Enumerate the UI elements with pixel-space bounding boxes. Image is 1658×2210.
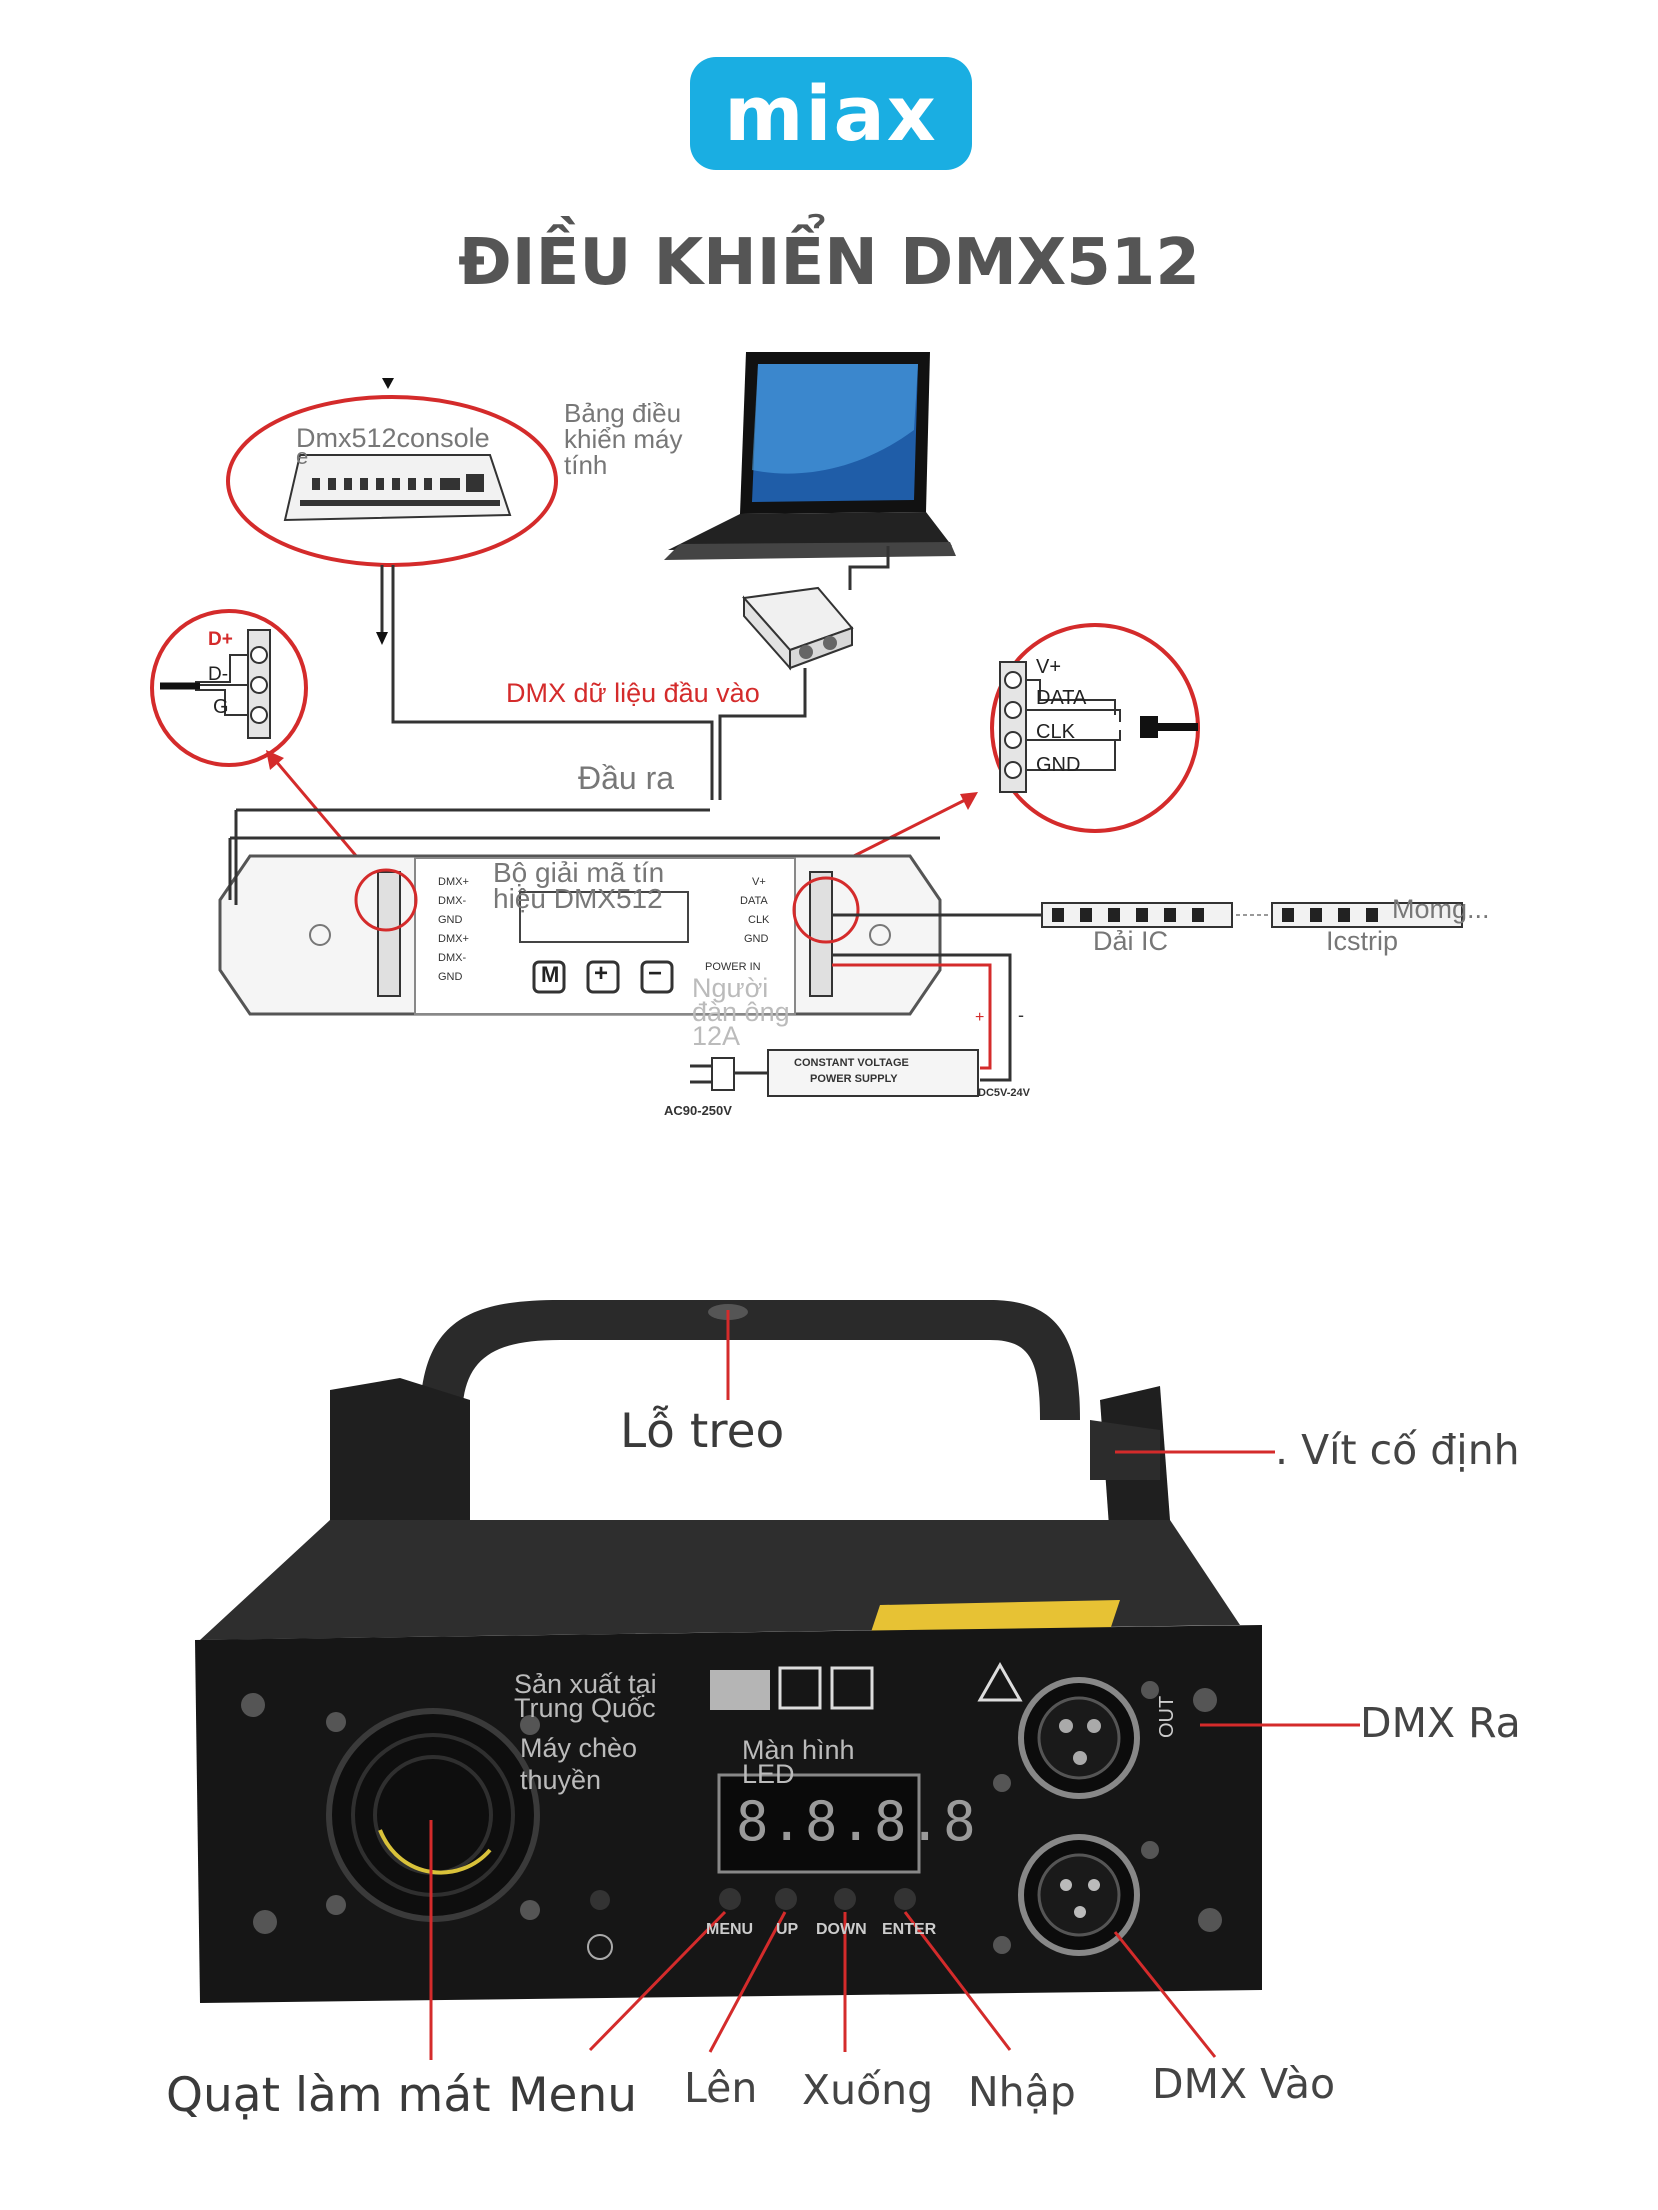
- decoder-pin-dmx-minus-2: DMX-: [438, 952, 467, 964]
- ic-strip-icon: [1041, 902, 1463, 928]
- fixing-screw-label: . Vít cố định: [1275, 1426, 1520, 1474]
- callout-lines: [429, 1310, 1360, 2060]
- output-terminal-icon: [999, 661, 1198, 793]
- dmx-out-label: DMX Ra: [1360, 1699, 1521, 1747]
- console-label-suffix: e: [296, 444, 309, 469]
- pin-v-plus: V+: [1036, 656, 1062, 678]
- pin-d-minus: D-: [208, 664, 229, 685]
- pin-gnd: GND: [1036, 754, 1081, 776]
- laser-light-device-icon: [195, 1300, 1262, 2003]
- out-mark: OUT: [1156, 1695, 1178, 1738]
- input-terminal-icon: [160, 629, 271, 739]
- current-label: Người đàn ông 12A: [692, 973, 790, 1051]
- minus-mark: -: [1018, 1005, 1024, 1025]
- dc-output-label: DC5V-24V: [978, 1087, 1030, 1099]
- decoder-pin-dmx-plus-2: DMX+: [438, 933, 469, 945]
- power-supply-icon: [767, 1049, 979, 1097]
- output-label: Đầu ra: [578, 760, 675, 796]
- panel-button-menu: MENU: [706, 1921, 754, 1938]
- hanging-hole-label: Lỗ treo: [620, 1404, 785, 1459]
- panel-button-enter: ENTER: [882, 1921, 937, 1938]
- decoder-pin-dmx-minus-1: DMX-: [438, 895, 467, 907]
- decoder-pin-v-plus: V+: [752, 876, 766, 888]
- ic-strip-label-2: Icstrip: [1326, 926, 1399, 956]
- plus-mark: +: [975, 1009, 985, 1026]
- dmx-input-label: DMX dữ liệu đầu vào: [506, 678, 760, 708]
- ac-plug-icon: [690, 1057, 735, 1091]
- usb-dmx-converter-icon: [742, 586, 854, 671]
- ic-strip-label: Dải IC: [1093, 926, 1169, 956]
- decoder-pin-dmx-plus-1: DMX+: [438, 876, 469, 888]
- menu-label: Menu: [508, 2068, 638, 2123]
- ac-input-label: AC90-250V: [664, 1103, 732, 1118]
- decoder-pin-gnd: GND: [744, 933, 769, 945]
- decoder-label: Bộ giải mã tín hiệu DMX512: [493, 857, 665, 914]
- down-label: Xuống: [802, 2066, 934, 2114]
- power-supply-label-2: POWER SUPPLY: [810, 1073, 898, 1085]
- ic-strip-more-label: Momg...: [1392, 894, 1490, 924]
- decoder-button-m: M: [541, 962, 560, 987]
- decoder-pin-gnd-1: GND: [438, 914, 463, 926]
- pin-d-plus: D+: [208, 629, 233, 650]
- up-label: Lên: [684, 2064, 758, 2112]
- input-terminal-highlight: [150, 609, 308, 767]
- arrow-down-icon: [382, 378, 394, 389]
- panel-button-up: UP: [776, 1921, 799, 1938]
- cooling-fan-label: Quạt làm mát: [166, 2068, 491, 2123]
- decoder-pin-data: DATA: [740, 895, 768, 907]
- pin-data: DATA: [1036, 687, 1087, 709]
- pin-clk: CLK: [1036, 721, 1075, 743]
- panel-button-down: DOWN: [816, 1921, 867, 1938]
- led-display-digits: 8.8.8.8: [736, 1790, 978, 1853]
- computer-panel-label: Bảng điều khiển máy tính: [564, 398, 683, 480]
- decoder-button-plus: +: [594, 960, 609, 987]
- dmx-in-label: DMX Vào: [1152, 2060, 1336, 2108]
- decoder-pin-clk: CLK: [748, 914, 770, 926]
- decoder-pin-gnd-2: GND: [438, 971, 463, 983]
- led-screen-label: Màn hình LED: [742, 1735, 855, 1789]
- dmx-console-icon: [283, 454, 512, 522]
- power-supply-label-1: CONSTANT VOLTAGE: [794, 1057, 909, 1069]
- decoder-pin-power-in: POWER IN: [705, 961, 761, 973]
- enter-label: Nhập: [968, 2068, 1076, 2116]
- made-in-label: Sản xuất tại Trung Quốc: [514, 1669, 657, 1723]
- decoder-button-minus: −: [648, 960, 663, 987]
- pin-g: G: [213, 696, 229, 718]
- dmx512-decoder-icon: [218, 836, 942, 1016]
- page-title: ĐIỀU KHIỂN DMX512: [458, 226, 1200, 300]
- boat-machine-label: Máy chèo thuyền: [520, 1733, 638, 1795]
- logo-text: miax: [724, 69, 938, 158]
- brand-logo: miax: [690, 57, 972, 170]
- console-label: Dmx512console: [296, 423, 490, 453]
- laptop-icon: [664, 352, 956, 560]
